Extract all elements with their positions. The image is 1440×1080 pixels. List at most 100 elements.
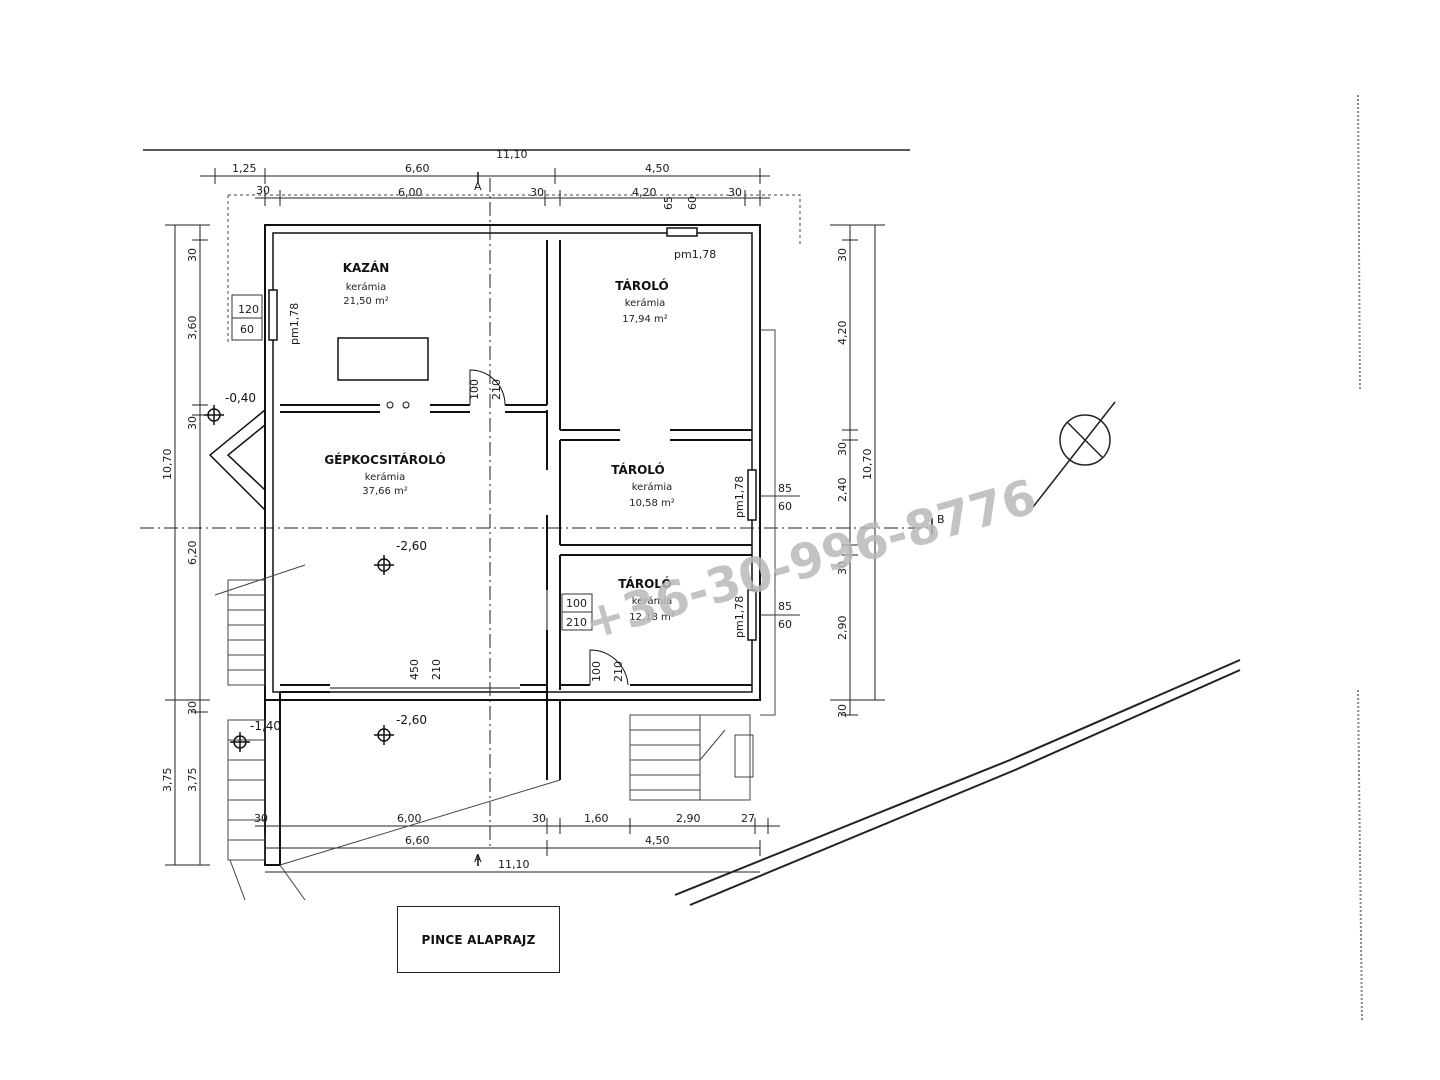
entrance-v-wall — [208, 409, 266, 511]
room-tarolo-1: TÁROLÓ kerámia 17,94 m² — [615, 278, 668, 325]
north-arrow-icon — [1032, 401, 1116, 508]
dim-top-8: 4,20 — [632, 186, 657, 199]
scan-edge-line — [1357, 94, 1361, 391]
level-stairs: -1,40 — [250, 719, 281, 733]
dim-top-6: 6,00 — [398, 186, 423, 199]
garage-door-width: 450 — [408, 659, 421, 680]
dim-left-5: 30 — [186, 701, 199, 715]
level-marker-icon — [374, 725, 394, 745]
dim-top-2: 6,60 — [405, 162, 430, 175]
dim-bottom-7: 6,60 — [405, 834, 430, 847]
door-tarolo3-height: 210 — [612, 661, 625, 682]
dim-bottom-1: 30 — [254, 812, 268, 825]
section-lines — [140, 178, 930, 850]
dim-right-2: 4,20 — [836, 321, 849, 346]
site-outline — [229, 779, 561, 901]
dim-top-3: 11,10 — [496, 148, 528, 161]
room-kazan-area: 21,50 m² — [343, 296, 389, 307]
dim-left-3: 30 — [186, 416, 199, 430]
left-dimension-text: 30 3,60 30 6,20 30 3,75 10,70 3,75 — [161, 248, 199, 792]
win-right1-width: 85 — [778, 482, 792, 495]
level-driveway: -2,60 — [396, 713, 427, 727]
top-dimension-lines — [200, 168, 770, 206]
room-tarolo2-finish: kerámia — [632, 481, 672, 493]
dim-right-1: 30 — [836, 248, 849, 262]
pipe-circles — [386, 401, 410, 409]
room-kazan-finish: kerámia — [346, 281, 386, 293]
level-marker-icon — [230, 732, 250, 752]
dim-top-5: 30 — [256, 184, 270, 197]
door-kazan-height: 210 — [490, 379, 503, 400]
win-left-sill: pm1,78 — [288, 303, 301, 345]
dim-top-1: 1,25 — [232, 162, 257, 175]
door-swings — [469, 369, 629, 686]
right-stairs — [629, 329, 776, 801]
section-label-b: B — [937, 513, 945, 526]
dim-right-5: 30 — [836, 561, 849, 575]
win-right1-height: 60 — [778, 500, 792, 513]
room-tarolo-2: TÁROLÓ kerámia 10,58 m² — [611, 462, 674, 509]
drawing-title: PINCE ALAPRAJZ — [421, 932, 536, 947]
dim-top-7: 30 — [530, 186, 544, 199]
dim-top-4: 4,50 — [645, 162, 670, 175]
property-line-diagonal — [674, 659, 1241, 906]
room-kazan: KAZÁN kerámia 21,50 m² — [343, 260, 390, 307]
left-dimension-lines — [165, 224, 210, 866]
right-dimension-lines — [830, 224, 885, 716]
garage-door-height: 210 — [430, 659, 443, 680]
section-label-a-bottom: A — [474, 852, 482, 865]
dim-bottom-4: 1,60 — [584, 812, 609, 825]
scan-edge-line — [1357, 689, 1363, 1021]
drawing-title-box: PINCE ALAPRAJZ — [397, 906, 560, 973]
win-right2-width: 85 — [778, 600, 792, 613]
dim-right-8: 10,70 — [861, 449, 874, 481]
door-tarolo3-width: 100 — [590, 661, 603, 682]
dim-left-2: 3,60 — [186, 316, 199, 341]
dim-left-1: 30 — [186, 248, 199, 262]
win-right1-sill: pm1,78 — [733, 476, 746, 518]
win-left-height: 60 — [240, 323, 254, 336]
windows — [268, 227, 757, 641]
room-garage-area: 37,66 m² — [362, 486, 408, 497]
dim-bottom-9: 11,10 — [498, 858, 530, 871]
dim-bottom-6: 27 — [741, 812, 755, 825]
dim-bottom-5: 2,90 — [676, 812, 701, 825]
room-tarolo2-area: 10,58 m² — [629, 498, 675, 509]
section-markers — [477, 172, 933, 866]
room-garage-finish: kerámia — [365, 471, 405, 483]
level-entrance: -0,40 — [225, 391, 256, 405]
top-dimension-text: 1,25 6,60 11,10 4,50 30 6,00 30 4,20 30 … — [232, 148, 742, 210]
room-garage: GÉPKOCSITÁROLÓ kerámia 37,66 m² — [324, 452, 445, 497]
dim-right-4: 2,40 — [836, 478, 849, 503]
dim-left-4: 6,20 — [186, 541, 199, 566]
win-right2-height: 60 — [778, 618, 792, 631]
dim-right-6: 2,90 — [836, 616, 849, 641]
room-tarolo-3: TÁROLÓ kerámia 12,18 m² — [618, 576, 674, 623]
room-tarolo2-name: TÁROLÓ — [611, 462, 664, 477]
boiler-unit — [337, 337, 429, 381]
building-walls — [264, 224, 761, 866]
door-labels: 100 210 100 210 100 210 450 210 — [408, 379, 625, 682]
room-tarolo3-area: 12,18 m² — [629, 612, 675, 623]
room-tarolo1-finish: kerámia — [625, 297, 665, 309]
room-tarolo1-area: 17,94 m² — [622, 314, 668, 325]
dim-top-10: 65 — [662, 196, 675, 210]
win-left-width: 120 — [238, 303, 259, 316]
room-tarolo3-finish: kerámia — [632, 595, 672, 607]
dashed-outline — [227, 194, 801, 345]
room-tarolo3-name: TÁROLÓ — [618, 576, 671, 591]
level-garage: -2,60 — [396, 539, 427, 553]
win-top-sill: pm1,78 — [674, 248, 716, 261]
dim-right-7: 30 — [836, 704, 849, 718]
phone-watermark: +36-30-996-8776 — [578, 469, 1043, 652]
dim-right-3: 30 — [836, 442, 849, 456]
dim-bottom-8: 4,50 — [645, 834, 670, 847]
door-kazan-width: 100 — [468, 379, 481, 400]
dim-bottom-3: 30 — [532, 812, 546, 825]
dim-left-8: 3,75 — [161, 768, 174, 793]
right-dimension-text: 30 4,20 30 2,40 30 2,90 30 10,70 — [836, 248, 874, 718]
dim-left-6: 3,75 — [186, 768, 199, 793]
bottom-dimension-lines — [255, 818, 780, 873]
dim-bottom-2: 6,00 — [397, 812, 422, 825]
